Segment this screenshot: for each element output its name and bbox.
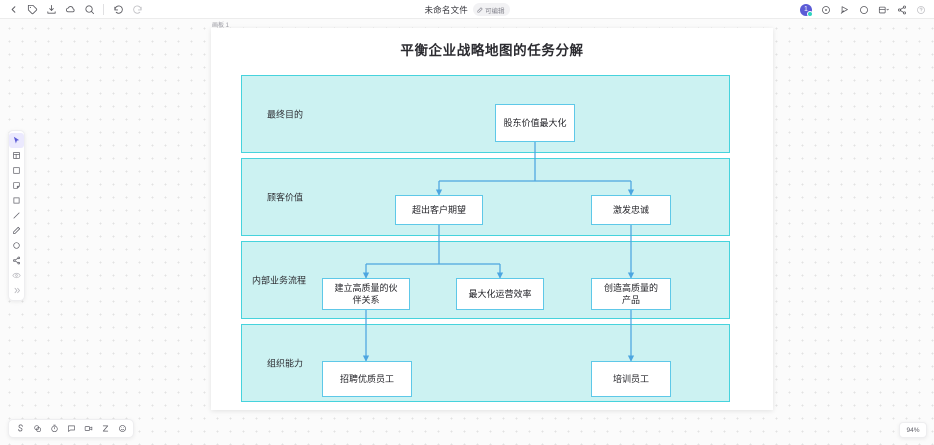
frame-tool[interactable]	[9, 148, 24, 163]
node-inspire-loyalty[interactable]: 激发忠诚	[591, 195, 671, 225]
cloud-icon[interactable]	[61, 1, 79, 18]
top-toolbar-left-group	[0, 1, 146, 18]
connector-layer	[362, 142, 635, 362]
text-tool-icon[interactable]	[97, 421, 113, 436]
node-quality-product[interactable]: 创造高质量的产品	[591, 278, 671, 310]
layout-icon[interactable]	[874, 1, 892, 18]
frame-label[interactable]: 画板 1	[212, 23, 230, 29]
history-icon[interactable]	[817, 1, 835, 18]
band-label-customer-value: 顾客价值	[267, 192, 304, 203]
comment-icon[interactable]	[63, 421, 79, 436]
bottom-toolbar	[8, 419, 134, 438]
video-icon[interactable]	[80, 421, 96, 436]
band-label-internal-process: 内部业务流程	[252, 275, 307, 286]
rectangle-tool[interactable]	[9, 193, 24, 208]
document-title-group: 未命名文件 可编辑	[0, 0, 934, 19]
eraser-tool[interactable]	[9, 268, 24, 283]
node-exceed-expectation[interactable]: 超出客户期望	[395, 195, 483, 225]
search-icon[interactable]	[80, 1, 98, 18]
cursor-tool[interactable]	[9, 133, 24, 148]
artboard[interactable]: 平衡企业战略地图的任务分解 最终目的 顾客价值 内部业务流程 组织能力	[211, 28, 773, 410]
page-title: 平衡企业战略地图的任务分解	[400, 43, 584, 58]
duplicate-icon[interactable]	[29, 421, 45, 436]
node-train-employee[interactable]: 培训员工	[591, 361, 671, 397]
redo-icon[interactable]	[128, 1, 146, 18]
toolbar-divider	[103, 3, 104, 15]
top-toolbar-right-group: 1	[800, 0, 930, 19]
timer-icon[interactable]	[46, 421, 62, 436]
line-tool[interactable]	[9, 208, 24, 223]
node-maximize-efficiency[interactable]: 最大化运营效率	[456, 278, 544, 310]
emoji-icon[interactable]	[114, 421, 130, 436]
node-shareholder-value[interactable]: 股东价值最大化	[495, 104, 575, 142]
avatar[interactable]: 1	[800, 3, 813, 17]
document-title[interactable]: 未命名文件	[424, 4, 468, 15]
comment-icon[interactable]	[855, 1, 873, 18]
avatar-count: 1	[804, 6, 808, 13]
pen-tool[interactable]	[9, 223, 24, 238]
shape-tool[interactable]	[9, 163, 24, 178]
zoom-level-indicator[interactable]: 94%	[899, 422, 927, 438]
back-icon[interactable]	[4, 1, 22, 18]
tag-icon[interactable]	[23, 1, 41, 18]
shape-library-icon[interactable]	[12, 421, 28, 436]
undo-icon[interactable]	[109, 1, 127, 18]
sticky-note-tool[interactable]	[9, 178, 24, 193]
left-tool-rail	[8, 130, 25, 301]
share-icon[interactable]	[893, 1, 911, 18]
present-icon[interactable]	[836, 1, 854, 18]
band-label-org-capability: 组织能力	[267, 358, 304, 369]
band-final-goal[interactable]	[241, 75, 730, 153]
ellipse-tool[interactable]	[9, 238, 24, 253]
top-toolbar: 未命名文件 可编辑 1	[0, 0, 934, 19]
more-tools[interactable]	[9, 283, 24, 298]
node-build-partnership[interactable]: 建立高质量的伙伴关系	[322, 278, 410, 310]
export-icon[interactable]	[42, 1, 60, 18]
pencil-icon	[477, 6, 483, 13]
document-permission-label: 可编辑	[485, 7, 505, 15]
node-recruit-talent[interactable]: 招聘优质员工	[322, 361, 412, 397]
band-label-final-goal: 最终目的	[267, 109, 304, 120]
document-permission-badge[interactable]: 可编辑	[473, 3, 510, 16]
connector-tool[interactable]	[9, 253, 24, 268]
help-icon[interactable]	[912, 1, 930, 18]
